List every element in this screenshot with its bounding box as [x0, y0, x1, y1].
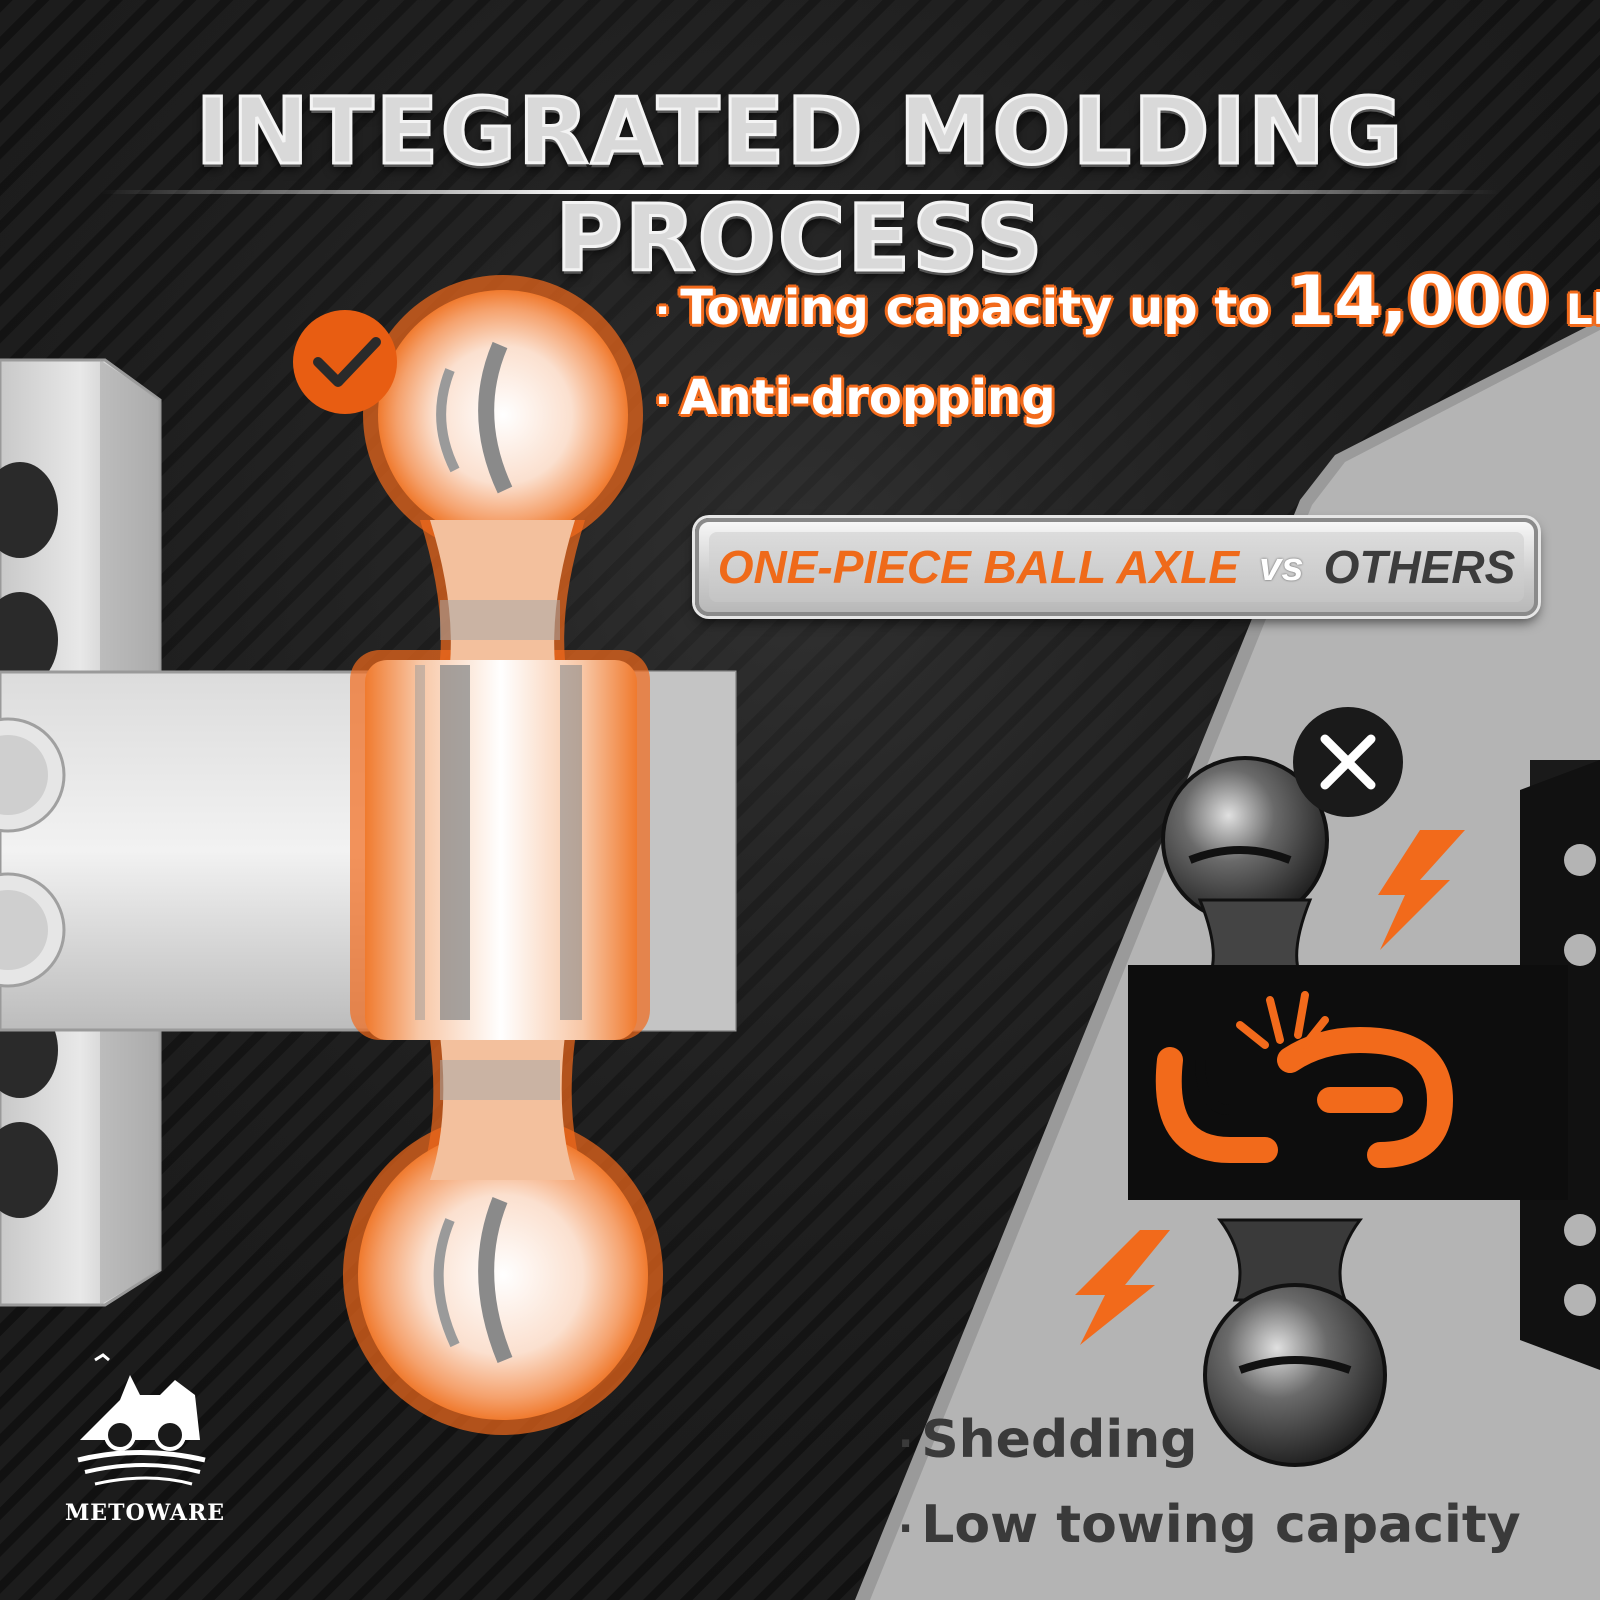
comparison-left: ONE-PIECE BALL AXLE — [717, 541, 1240, 593]
towing-unit: Lb. — [1566, 285, 1600, 334]
bullet-dot: · — [898, 1421, 914, 1467]
comparison-right: OTHERS — [1323, 541, 1516, 593]
feature-anti-dropping: ·Anti-dropping — [655, 370, 1056, 426]
bullet-dot: · — [655, 288, 671, 334]
bullet-dot: · — [655, 378, 671, 424]
title-underline — [100, 190, 1500, 194]
comparison-vs: vs — [1259, 544, 1304, 589]
ball-axle — [343, 275, 663, 1435]
broken-chain-graphic — [1155, 991, 1454, 1168]
comparison-banner: ONE-PIECE BALL AXLE vs OTHERS — [695, 518, 1538, 616]
anti-dropping-label: Anti-dropping — [680, 370, 1056, 426]
page-title: INTEGRATED MOLDING PROCESS — [194, 77, 1405, 294]
lightning-bolt-bottom — [1075, 1230, 1170, 1345]
brand-logo-graphic — [77, 1353, 206, 1486]
bullet-dot: · — [898, 1506, 914, 1552]
brand-name: METOWARE — [64, 1500, 226, 1526]
x-badge — [1293, 707, 1403, 817]
lightning-bolt-top — [1378, 830, 1465, 950]
feature-towing-capacity: ·Towing capacity up to 14,000 Lb. — [655, 262, 1600, 341]
towing-prefix: Towing capacity up to — [680, 280, 1287, 336]
drawback-item: ·Shedding — [898, 1410, 1197, 1470]
check-badge — [293, 310, 397, 414]
towing-value: 14,000 — [1286, 262, 1550, 341]
drawback-item: ·Low towing capacity — [898, 1495, 1521, 1555]
drawback-label: Low towing capacity — [921, 1495, 1521, 1555]
drawback-label: Shedding — [921, 1410, 1198, 1470]
other-ball-mount — [1128, 756, 1600, 1467]
